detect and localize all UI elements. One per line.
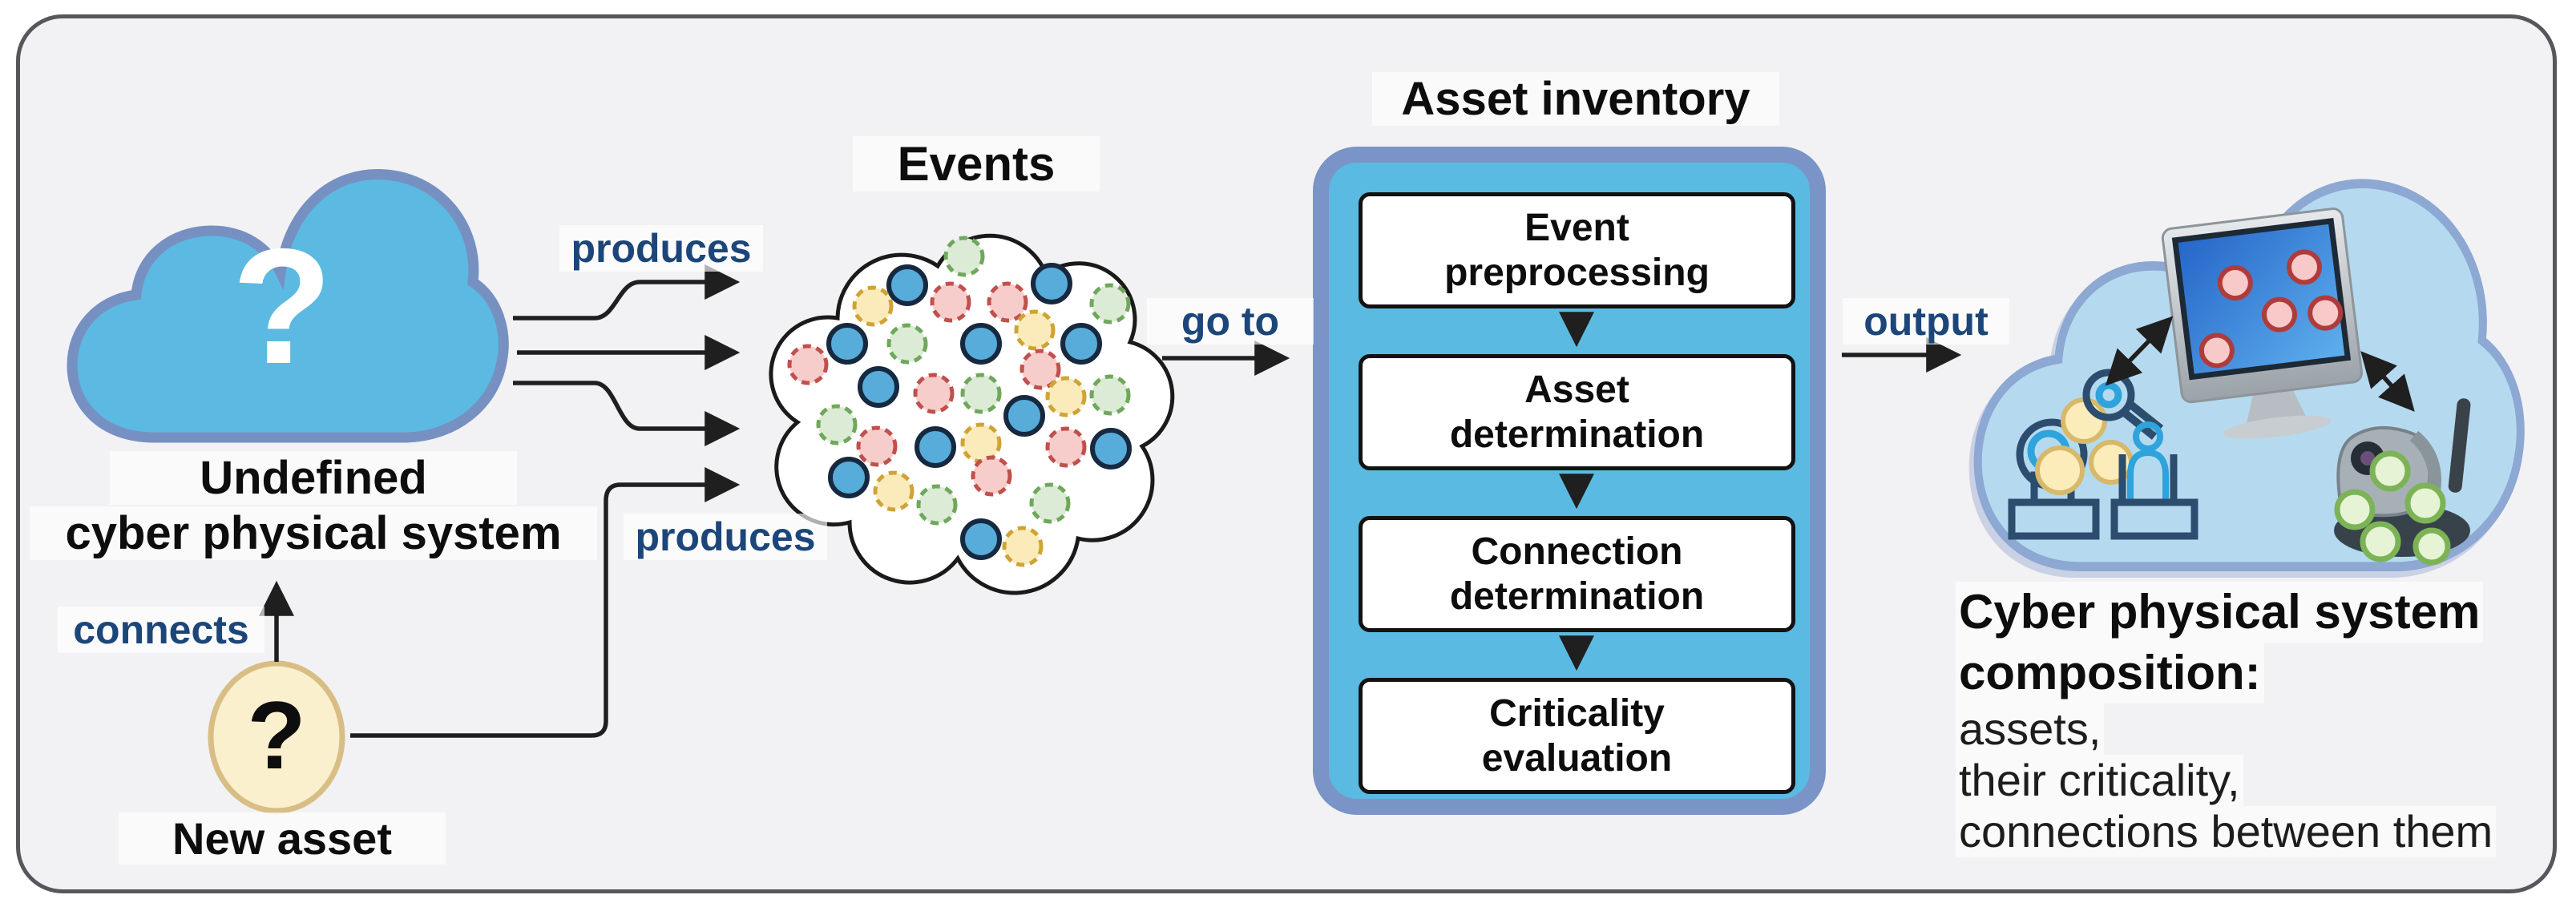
step-label: Asset	[1524, 368, 1629, 411]
undefined-cps-label-line1: Undefined	[110, 451, 517, 505]
produces-top-label: produces	[559, 225, 763, 272]
composition-item: assets,	[1956, 703, 2105, 755]
composition-title-line2: composition:	[1956, 643, 2264, 703]
composition-item: their criticality,	[1956, 755, 2243, 806]
step-box-asset-determination: Asset determination	[1359, 354, 1795, 470]
step-label: determination	[1449, 413, 1705, 456]
composition-title-line1: Cyber physical system	[1956, 582, 2484, 643]
step-label: Event	[1524, 206, 1629, 249]
step-box-criticality-evaluation: Criticality evaluation	[1359, 678, 1795, 794]
produces-bottom-label: produces	[624, 514, 827, 560]
step-label: Criticality	[1489, 691, 1665, 735]
step-label: Connection	[1471, 530, 1683, 573]
events-title: Events	[853, 136, 1100, 191]
undefined-cps-question-mark: ?	[232, 215, 333, 398]
step-box-connection-determination: Connection determination	[1359, 516, 1795, 632]
composition-item: connections between them	[1956, 806, 2497, 857]
step-label: determination	[1449, 574, 1705, 618]
output-label: output	[1843, 298, 2009, 345]
new-asset-question-mark: ?	[247, 682, 306, 789]
asset-inventory-title: Asset inventory	[1372, 72, 1779, 126]
undefined-cps-label-line2: cyber physical system	[30, 506, 597, 560]
connects-label: connects	[58, 607, 264, 653]
go-to-label: go to	[1147, 298, 1314, 345]
step-label: preprocessing	[1444, 251, 1710, 294]
composition-text-block: Cyber physical system composition: asset…	[1956, 582, 2497, 857]
step-box-event-preprocessing: Event preprocessing	[1359, 192, 1795, 308]
step-label: evaluation	[1481, 736, 1673, 780]
new-asset-label: New asset	[119, 812, 446, 865]
